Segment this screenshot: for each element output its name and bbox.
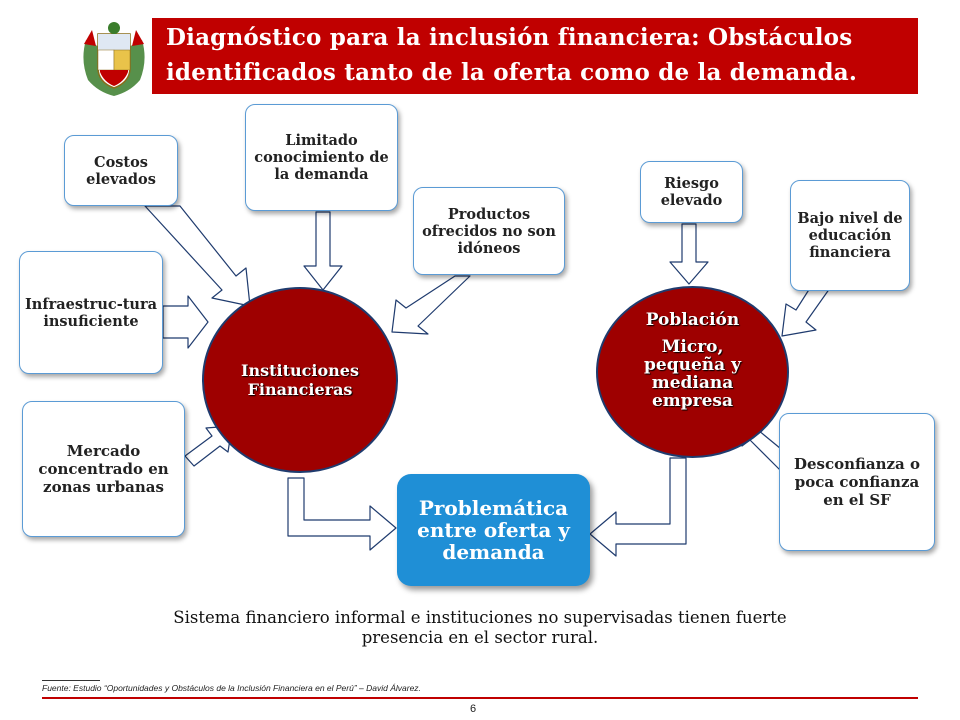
box-productos-no-idoneos: Productos ofrecidos no son idóneos xyxy=(413,187,565,275)
header-bar xyxy=(152,18,918,94)
arrow-infraestructura xyxy=(162,295,209,349)
arrow-instituciones-center xyxy=(287,477,397,551)
arrow-bajo-nivel xyxy=(781,287,831,337)
footnote-rule xyxy=(42,680,100,681)
instituciones-label: Instituciones Financieras xyxy=(241,361,359,399)
page-title: Diagnóstico para la inclusión financiera… xyxy=(166,24,858,86)
poblacion-body: Micro, pequeña y mediana empresa xyxy=(644,337,741,411)
box-bajo-nivel-educacion: Bajo nivel de educación financiera xyxy=(790,180,910,291)
box-infraestructura: Infraestruc-tura insuficiente xyxy=(19,251,163,374)
arrow-productos xyxy=(391,275,471,335)
box-limitado-conocimiento: Limitado conocimiento de la demanda xyxy=(245,104,398,211)
source-note: Fuente: Estudio “Oportunidades y Obstácu… xyxy=(42,683,421,693)
circle-instituciones-financieras: Instituciones Financieras xyxy=(202,287,398,473)
arrow-limitado xyxy=(303,211,343,291)
caption: Sistema financiero informal e institucio… xyxy=(173,608,787,647)
arrow-poblacion-center xyxy=(589,457,687,557)
poblacion-title: Población xyxy=(645,310,740,330)
arrow-costos xyxy=(144,205,251,307)
page-number: 6 xyxy=(470,703,477,715)
box-mercado-concentrado: Mercado concentrado en zonas urbanas xyxy=(22,401,185,537)
box-costos-elevados: Costos elevados xyxy=(64,135,178,206)
circle-poblacion: Población Micro, pequeña y mediana empre… xyxy=(596,286,789,458)
coat-of-arms-icon xyxy=(83,22,145,96)
center-problematica: Problemática entre oferta y demanda xyxy=(397,474,590,586)
box-riesgo-elevado: Riesgo elevado xyxy=(640,161,743,223)
box-desconfianza: Desconfianza o poca confianza en el SF xyxy=(779,413,935,551)
center-label: Problemática entre oferta y demanda xyxy=(417,496,570,564)
arrow-riesgo xyxy=(669,223,709,285)
footer-rule xyxy=(42,697,918,699)
